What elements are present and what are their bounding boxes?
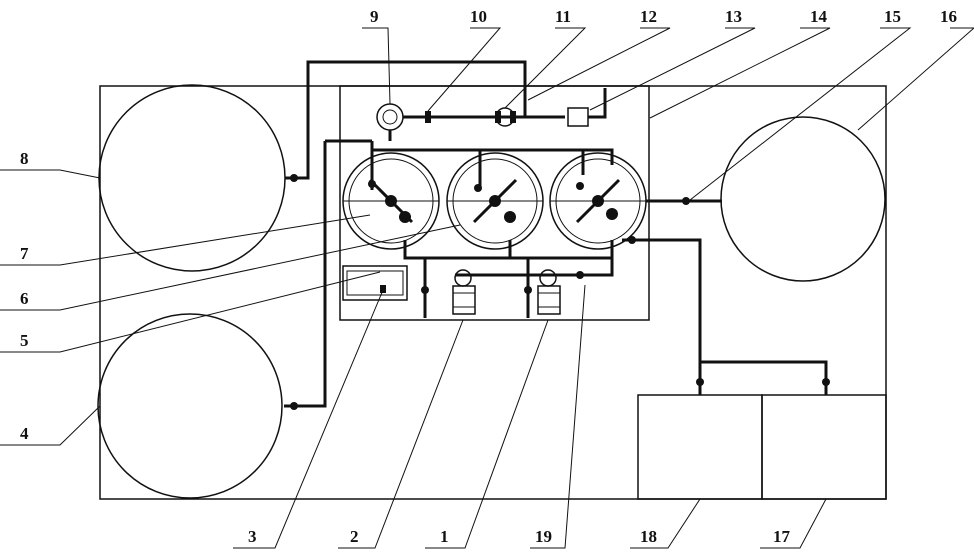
tank-8: [98, 84, 286, 272]
label-19: 19: [535, 527, 552, 546]
label-18: 18: [640, 527, 657, 546]
pipe-tank4: [284, 141, 327, 408]
label-5: 5: [20, 331, 29, 350]
label-11: 11: [555, 7, 571, 26]
pump-2: [452, 269, 476, 315]
leader-lines: [0, 27, 974, 549]
label-14: 14: [810, 7, 828, 26]
label-2: 2: [350, 527, 359, 546]
label-12: 12: [640, 7, 657, 26]
pipe-to-boxes: [622, 238, 828, 395]
label-7: 7: [20, 244, 29, 263]
label-9: 9: [370, 7, 379, 26]
component-10: [425, 111, 431, 123]
box-3: [342, 265, 408, 301]
label-1: 1: [440, 527, 449, 546]
reactor-left: [342, 152, 440, 250]
outer-frame: [99, 85, 887, 500]
label-16: 16: [940, 7, 957, 26]
label-17: 17: [773, 527, 791, 546]
label-13: 13: [725, 7, 742, 26]
component-13: [567, 107, 589, 127]
tank-4: [97, 313, 283, 499]
component-9: [376, 103, 404, 131]
box-18: [637, 394, 763, 500]
label-15: 15: [884, 7, 901, 26]
label-8: 8: [20, 149, 29, 168]
label-6: 6: [20, 289, 29, 308]
box-17: [761, 394, 887, 500]
pipe-tank8-top: [285, 60, 527, 180]
label-3: 3: [248, 527, 257, 546]
inner-panel: [339, 85, 650, 321]
tank-16: [720, 116, 886, 282]
label-4: 4: [20, 424, 29, 443]
pump-1: [537, 269, 561, 315]
label-10: 10: [470, 7, 487, 26]
reactor-middle: [446, 152, 544, 250]
reactor-right: [549, 152, 647, 250]
